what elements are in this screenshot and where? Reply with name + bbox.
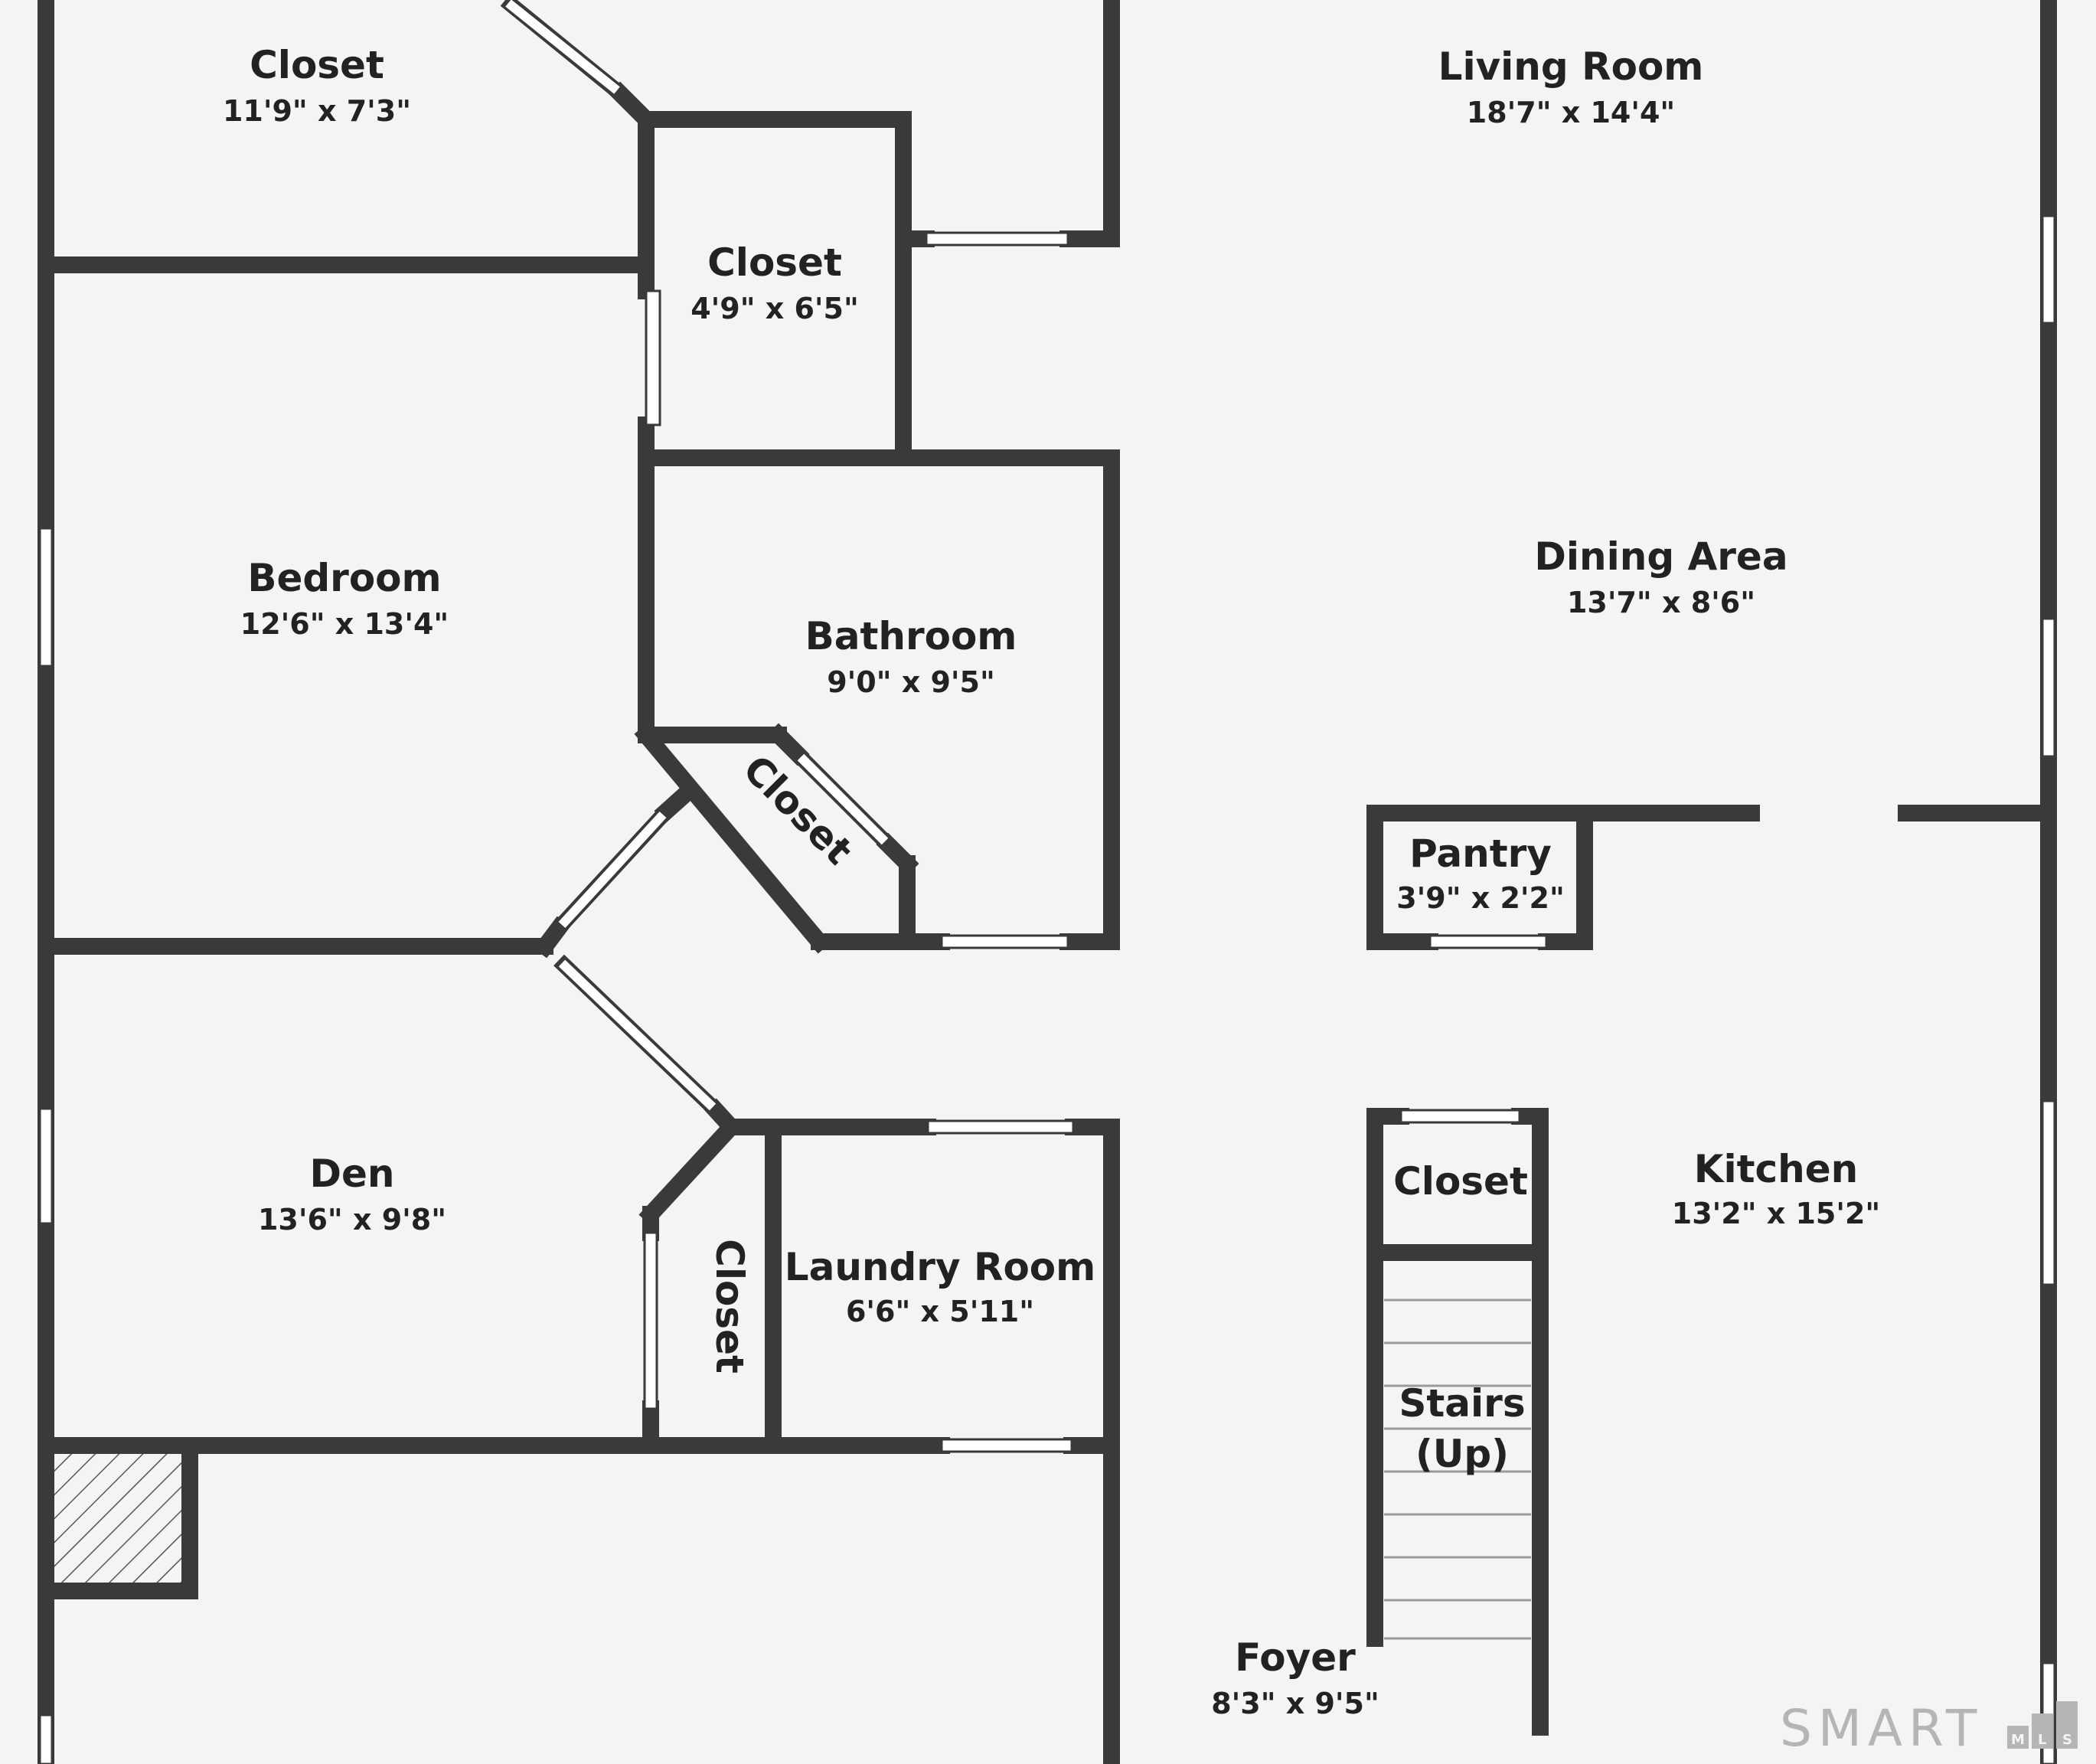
- closet-stairs-label: Closet: [1393, 1159, 1528, 1204]
- foyer-label: Foyer: [1235, 1635, 1356, 1680]
- watermark-letter-m: M: [2011, 1732, 2025, 1748]
- watermark-letter-s: S: [2062, 1732, 2072, 1748]
- closet-top-left-label: Closet: [250, 43, 384, 87]
- pantry-label: Pantry: [1409, 831, 1552, 876]
- bathroom-dims: 9'0" x 9'5": [827, 665, 995, 699]
- hatched-block: [54, 1451, 184, 1589]
- closet-upper-label: Closet: [707, 240, 842, 285]
- kitchen-dims: 13'2" x 15'2": [1672, 1197, 1880, 1230]
- closet-top-left-dims: 11'9" x 7'3": [223, 94, 411, 128]
- kitchen-label: Kitchen: [1694, 1147, 1859, 1191]
- stair-treads: [1384, 1298, 1531, 1640]
- stairs-direction-label: (Up): [1415, 1432, 1509, 1476]
- watermark-text: SMART: [1780, 1699, 1983, 1758]
- bedroom-label: Bedroom: [247, 556, 441, 600]
- bedroom-dims: 12'6" x 13'4": [240, 607, 449, 641]
- walls: [38, 0, 2057, 1764]
- laundry-room-label: Laundry Room: [785, 1245, 1096, 1289]
- bathroom-label: Bathroom: [805, 614, 1017, 658]
- closet-upper-dims: 4'9" x 6'5": [691, 292, 859, 325]
- watermark-letter-l: L: [2038, 1732, 2046, 1748]
- den-label: Den: [309, 1152, 394, 1196]
- pantry-dims: 3'9" x 2'2": [1396, 881, 1565, 915]
- smart-mls-watermark: SMART M L S: [1780, 1699, 2078, 1758]
- living-room-label: Living Room: [1438, 44, 1704, 89]
- closet-vertical-label: Closet: [707, 1239, 752, 1374]
- laundry-room-dims: 6'6" x 5'11": [846, 1295, 1034, 1328]
- stairs-label: Stairs: [1399, 1381, 1525, 1426]
- dining-area-dims: 13'7" x 8'6": [1567, 586, 1755, 619]
- dining-area-label: Dining Area: [1534, 534, 1787, 579]
- foyer-dims: 8'3" x 9'5": [1211, 1687, 1379, 1720]
- den-dims: 13'6" x 9'8": [258, 1203, 446, 1236]
- living-room-dims: 18'7" x 14'4": [1467, 96, 1675, 129]
